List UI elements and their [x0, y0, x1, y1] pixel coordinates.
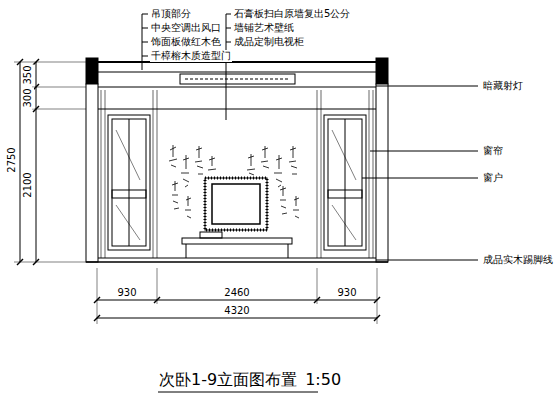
callout-text: 成品定制电视柜 — [233, 36, 305, 48]
callout-text: 暗藏射灯 — [482, 80, 524, 92]
callout-text: 饰面板做红木色 — [150, 36, 222, 48]
dimension-text: 4320 — [223, 305, 250, 317]
dimension-text: 350 — [22, 64, 34, 85]
drawing-caption: 次卧1-9立面图布置 — [158, 370, 298, 390]
dimension-text: 300 — [22, 87, 34, 108]
dimension-text: 2460 — [223, 287, 250, 299]
dimension-text: 2750 — [6, 146, 18, 173]
callout-text: 千樟榕木质造型门 — [150, 50, 232, 62]
scale-text: 1:50 — [304, 370, 342, 390]
dimension-text: 2100 — [22, 171, 34, 198]
dimension-text: 930 — [336, 287, 357, 299]
callout-text: 吊顶部分 — [150, 8, 192, 20]
callout-text: 中央空调出风口 — [150, 22, 222, 34]
callout-text: 窗户 — [482, 172, 504, 184]
callout-text: 墙铺艺术壁纸 — [233, 22, 295, 34]
callout-text: 石膏板扫白原墙复出5公分 — [233, 8, 351, 20]
callout-text: 窗帘 — [482, 145, 504, 157]
callout-text: 成品实木踢脚线 — [482, 254, 554, 266]
dimension-text: 930 — [116, 287, 137, 299]
